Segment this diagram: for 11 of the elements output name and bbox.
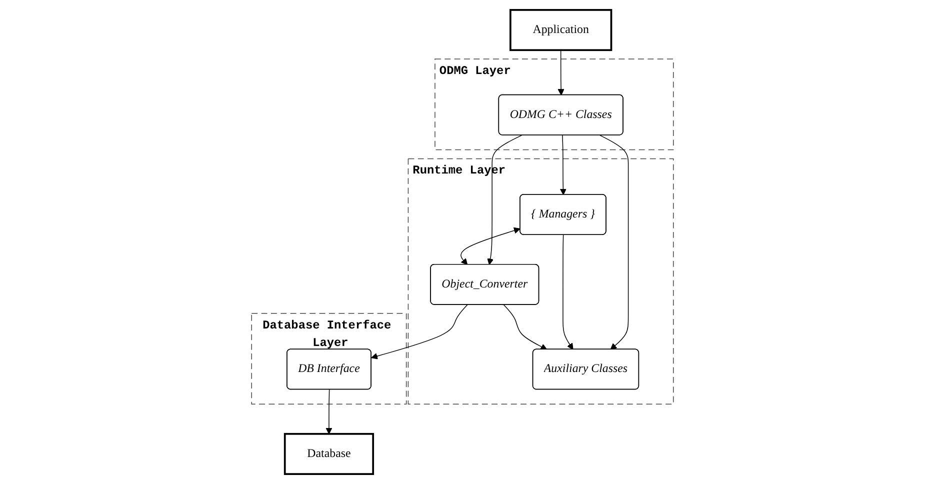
arrow xyxy=(562,234,574,350)
arrow xyxy=(371,304,468,360)
arrow xyxy=(460,227,520,265)
arrow xyxy=(558,50,564,96)
arrow xyxy=(326,389,332,434)
arrow xyxy=(503,304,548,350)
arrow xyxy=(487,134,522,265)
node-box: Database xyxy=(284,432,374,475)
arrow xyxy=(600,134,629,350)
node-box: Application xyxy=(510,9,612,52)
arrow xyxy=(560,134,566,196)
